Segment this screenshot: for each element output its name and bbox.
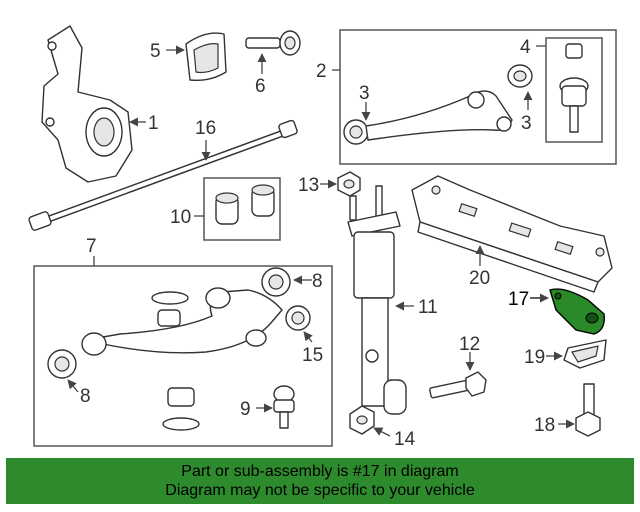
callout-19: 19	[524, 347, 545, 368]
callout-5: 5	[150, 41, 161, 62]
upper-control-arm-part[interactable]	[343, 90, 513, 145]
crossmember-part-20[interactable]	[411, 175, 613, 293]
stabilizer-rod-part-16[interactable]	[28, 119, 298, 231]
lower-arm-group-box	[33, 265, 333, 447]
callout-1: 1	[148, 113, 159, 134]
bolt-part-6[interactable]	[245, 30, 301, 56]
bolt-part-18[interactable]	[575, 383, 601, 437]
callout-8b: 8	[80, 386, 91, 407]
nut-part-13[interactable]	[337, 171, 361, 197]
callout-20: 20	[469, 268, 490, 289]
bushing-part-15[interactable]	[285, 305, 311, 331]
banner-line-2: Diagram may not be specific to your vehi…	[165, 482, 475, 499]
callout-15: 15	[302, 345, 323, 366]
callout-16: 16	[195, 118, 216, 139]
callout-3b: 3	[521, 113, 532, 134]
bushing-part-8-right[interactable]	[261, 267, 291, 297]
callout-9: 9	[240, 399, 251, 420]
callout-4: 4	[520, 37, 531, 58]
callout-6: 6	[255, 76, 266, 97]
steering-knuckle-part[interactable]	[41, 25, 133, 183]
bushing-part-5[interactable]	[185, 32, 227, 82]
bushing-part-3[interactable]	[507, 64, 533, 88]
ball-joint-part-9[interactable]	[273, 385, 295, 429]
callout-12: 12	[459, 334, 480, 355]
bushing-kit-box	[203, 177, 281, 241]
banner-line-1: Part or sub-assembly is #17 in diagram	[181, 463, 459, 480]
ball-joint-box	[545, 37, 603, 143]
callout-8a: 8	[312, 271, 323, 292]
callout-13: 13	[298, 175, 319, 196]
callout-7: 7	[86, 236, 97, 257]
callout-14: 14	[394, 429, 416, 450]
callout-2: 2	[316, 61, 327, 82]
callout-11: 11	[418, 297, 438, 318]
callout-18: 18	[534, 415, 555, 436]
washers-lower[interactable]	[162, 387, 200, 431]
upper-arm-group-box	[339, 29, 617, 165]
parts-diagram: 1 5 6 2 3 3 4	[28, 25, 617, 450]
callout-10: 10	[170, 207, 191, 228]
info-banner: Part or sub-assembly is #17 in diagram D…	[6, 458, 634, 504]
bracket-part-17-highlighted[interactable]	[549, 288, 605, 335]
callout-3a: 3	[359, 83, 370, 104]
bushing-part-8-left[interactable]	[47, 349, 77, 379]
bushing-pair-part-10[interactable]	[215, 184, 275, 225]
nut-part-14[interactable]	[349, 405, 375, 435]
ball-joint-part-4[interactable]	[559, 43, 589, 133]
bracket-part-19[interactable]	[563, 339, 607, 369]
callout-17: 17	[508, 289, 529, 310]
shock-absorber-part-11[interactable]	[347, 185, 407, 415]
washers-upper[interactable]	[151, 291, 189, 327]
lower-control-arm-part[interactable]	[81, 287, 283, 356]
bolt-part-12[interactable]	[429, 371, 487, 399]
